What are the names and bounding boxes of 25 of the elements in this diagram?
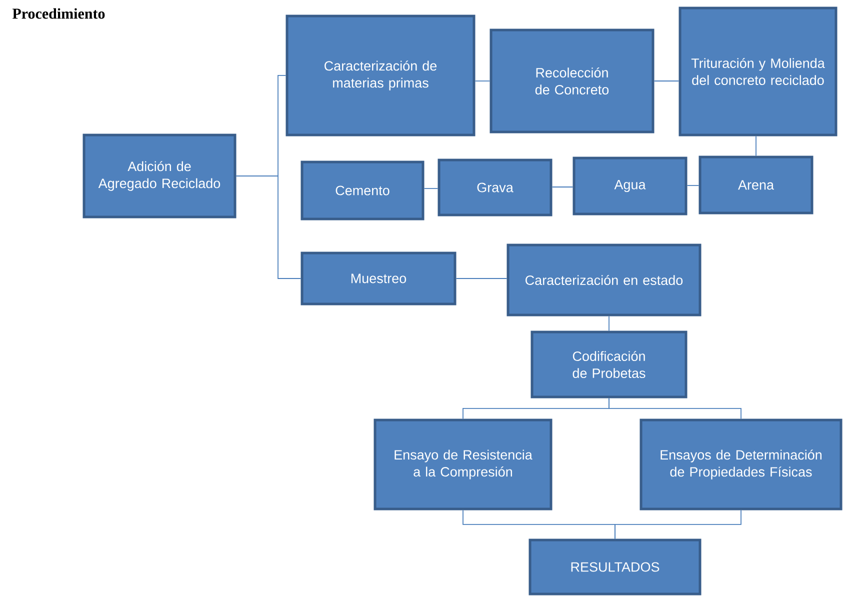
process-box: RESULTADOS — [528, 538, 702, 596]
process-box: Muestreo — [300, 252, 456, 306]
process-box: Caracterización de materias primas — [286, 14, 476, 136]
process-box: Arena — [698, 156, 814, 214]
process-box: Agua — [572, 156, 688, 216]
heading: Procedimiento — [12, 8, 105, 19]
process-box: Trituración y Molienda del concreto reciclado — [678, 6, 838, 136]
connector-line — [474, 80, 490, 82]
connector-line — [456, 278, 508, 279]
process-box: Cemento — [300, 160, 424, 220]
process-box: Adición de Agregado Reciclado — [82, 134, 236, 218]
connector-line — [552, 186, 574, 188]
process-box: Codificación de Probetas — [530, 330, 688, 398]
process-box: Caracterización en estado — [506, 244, 702, 316]
connector-line — [424, 188, 438, 189]
connector-line — [608, 316, 610, 332]
process-box: Ensayos de Determinación de Propiedades Físicas — [640, 418, 842, 510]
connector-line — [236, 176, 302, 279]
connector-line — [614, 510, 742, 540]
connector-line — [654, 80, 680, 82]
process-box: Grava — [438, 158, 552, 216]
connector-line — [608, 398, 742, 420]
connector-line — [686, 185, 700, 186]
process-box: Ensayo de Resistencia a la Compresión — [374, 418, 552, 510]
process-box: Recolección de Concreto — [490, 28, 654, 134]
